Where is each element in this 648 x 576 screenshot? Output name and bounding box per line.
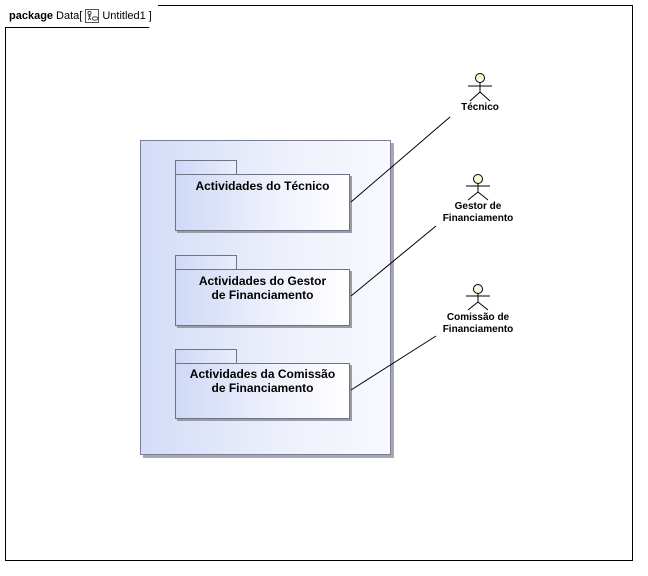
frame-package-name: Data [56, 10, 80, 22]
frame-bracket-close: ] [148, 10, 152, 22]
diagram-type-icon [85, 9, 100, 23]
actor-gestor-icon[interactable] [466, 174, 490, 201]
package-body [175, 363, 350, 419]
package-body [175, 174, 350, 231]
frame-diagram-name: Untitled1 [102, 10, 146, 22]
association-line-tecnico[interactable] [350, 116, 451, 203]
package-label-line1: Actividades do Técnico [195, 179, 330, 193]
package-label-line1: Actividades do Gestor [198, 274, 327, 288]
actor-tecnico-icon[interactable] [468, 73, 492, 102]
package-tab [175, 160, 237, 174]
actor-comissao-icon[interactable] [466, 284, 490, 311]
actor-tecnico-label: Técnico [461, 102, 499, 113]
frame-tab: package Data [ Untitled1 ] [5, 5, 158, 27]
package-body [175, 269, 350, 326]
package-tab [175, 255, 237, 269]
association-line-gestor[interactable] [350, 225, 437, 297]
frame-keyword: package [9, 10, 54, 22]
actor-comissao-label-line2: Financiamento [442, 324, 514, 335]
association-line-comissao[interactable] [350, 335, 437, 391]
actor-gestor-label-line2: Financiamento [442, 213, 514, 224]
package-label-line2: de Financiamento [211, 381, 314, 395]
package-tab [175, 349, 237, 363]
package-label-line1: Actividades da Comissão [189, 367, 336, 381]
package-label-line2: de Financiamento [211, 288, 314, 302]
actor-comissao-label-line1: Comissão de [446, 312, 510, 323]
frame-bracket-open: [ [79, 10, 83, 22]
actor-gestor-label-line1: Gestor de [454, 201, 502, 212]
